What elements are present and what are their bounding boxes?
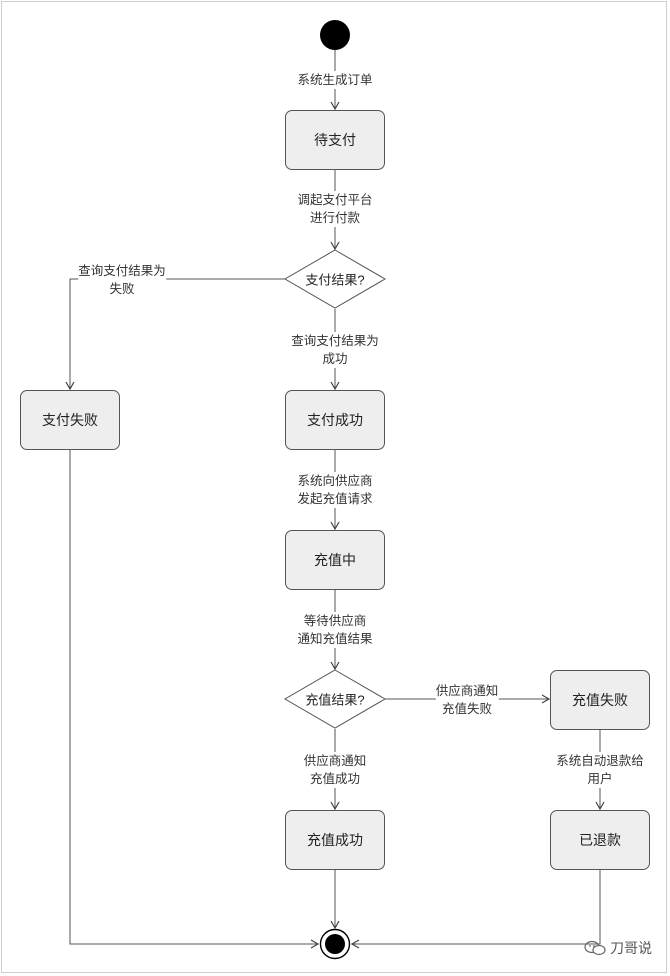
wechat-icon [584, 940, 606, 956]
edge-label-query-success: 查询支付结果为 成功 [291, 332, 379, 368]
recharging-node: 充值中 [285, 530, 385, 590]
payment-result-diamond [284, 249, 386, 309]
edge-label-query-fail: 查询支付结果为 失败 [78, 262, 166, 298]
edge-decision-to-payment-failed [65, 278, 285, 391]
recharge-failed-node: 充值失败 [550, 670, 650, 730]
recharge-result-diamond [284, 669, 386, 729]
recharge-success-node: 充值成功 [285, 810, 385, 870]
end-node-inner [325, 934, 345, 954]
edge-label-wait-notify: 等待供应商 通知充值结果 [297, 612, 373, 648]
payment-failed-node: 支付失败 [20, 390, 120, 450]
edge-refunded-to-end [350, 869, 601, 949]
watermark-text: 刀哥说 [610, 940, 652, 956]
refunded-node: 已退款 [550, 810, 650, 870]
edge-payment-failed-to-end [69, 449, 320, 949]
start-node [320, 20, 350, 50]
watermark: 刀哥说 [584, 938, 652, 958]
edge-label-request-recharge: 系统向供应商 发起充值请求 [297, 472, 373, 508]
pending-payment-node: 待支付 [285, 110, 385, 170]
edge-label-notify-success: 供应商通知 充值成功 [303, 752, 367, 788]
edge-label-create-order: 系统生成订单 [297, 71, 373, 89]
recharge-result-label: 充值结果? [305, 692, 365, 708]
payment-success-node: 支付成功 [285, 390, 385, 450]
edge-label-notify-fail: 供应商通知 充值失败 [435, 682, 499, 718]
edge-label-auto-refund: 系统自动退款给 用户 [556, 752, 644, 788]
edge-label-invoke-payment: 调起支付平台 进行付款 [297, 191, 373, 227]
payment-result-label: 支付结果? [305, 272, 365, 288]
